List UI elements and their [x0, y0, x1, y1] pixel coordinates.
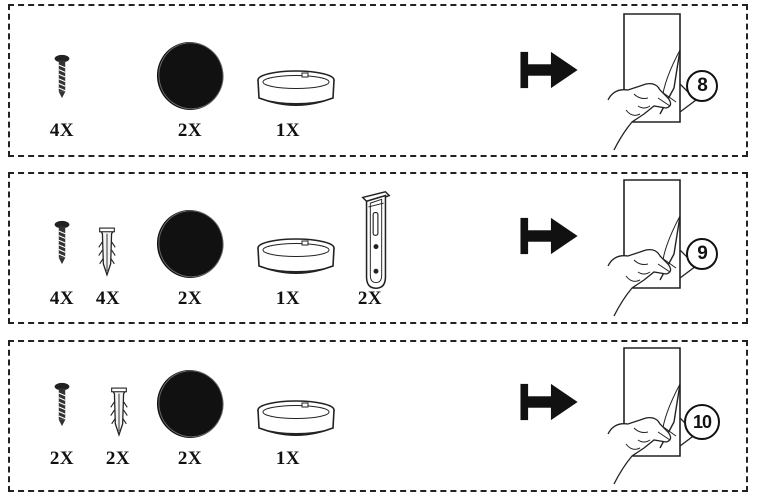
round-pad-icon [154, 368, 226, 440]
step-1-parts-art [54, 13, 697, 151]
step-3-parts-art [54, 347, 697, 485]
ring-collar-icon [257, 238, 335, 275]
part-qty: 1X [275, 120, 301, 141]
next-page-number: 9 [686, 238, 718, 270]
next-page-number: 8 [686, 70, 718, 102]
next-page-number: 10 [684, 404, 720, 440]
round-pad-icon [154, 208, 226, 280]
page-turn-hand-icon [607, 179, 697, 317]
instruction-step-3: 2X 2X 2X 1X 10 [8, 340, 748, 492]
arrow-right-icon [520, 383, 578, 421]
part-qty: 2X [177, 448, 203, 469]
part-qty: 4X [49, 288, 75, 309]
screw-icon [54, 54, 70, 99]
instruction-step-2: 4X 4X 2X 1X 2X 9 [8, 172, 748, 324]
wall-plug-icon [110, 387, 128, 436]
part-qty: 2X [177, 120, 203, 141]
page-turn-hand-icon [607, 347, 697, 485]
page-turn-hand-icon [607, 13, 697, 151]
arrow-right-icon [520, 217, 578, 255]
instruction-step-1: 4X 2X 1X 8 [8, 4, 748, 157]
arrow-right-icon [520, 51, 578, 89]
part-qty: 4X [95, 288, 121, 309]
part-qty: 2X [49, 448, 75, 469]
wall-plug-icon [98, 227, 116, 276]
part-qty: 1X [275, 448, 301, 469]
wall-bracket-icon [361, 190, 391, 290]
part-qty: 1X [275, 288, 301, 309]
ring-collar-icon [257, 70, 335, 107]
ring-collar-icon [257, 400, 335, 437]
part-qty: 2X [105, 448, 131, 469]
screw-icon [54, 220, 70, 265]
part-qty: 2X [357, 288, 383, 309]
round-pad-icon [154, 40, 226, 112]
screw-icon [54, 382, 70, 427]
part-qty: 2X [177, 288, 203, 309]
part-qty: 4X [49, 120, 75, 141]
